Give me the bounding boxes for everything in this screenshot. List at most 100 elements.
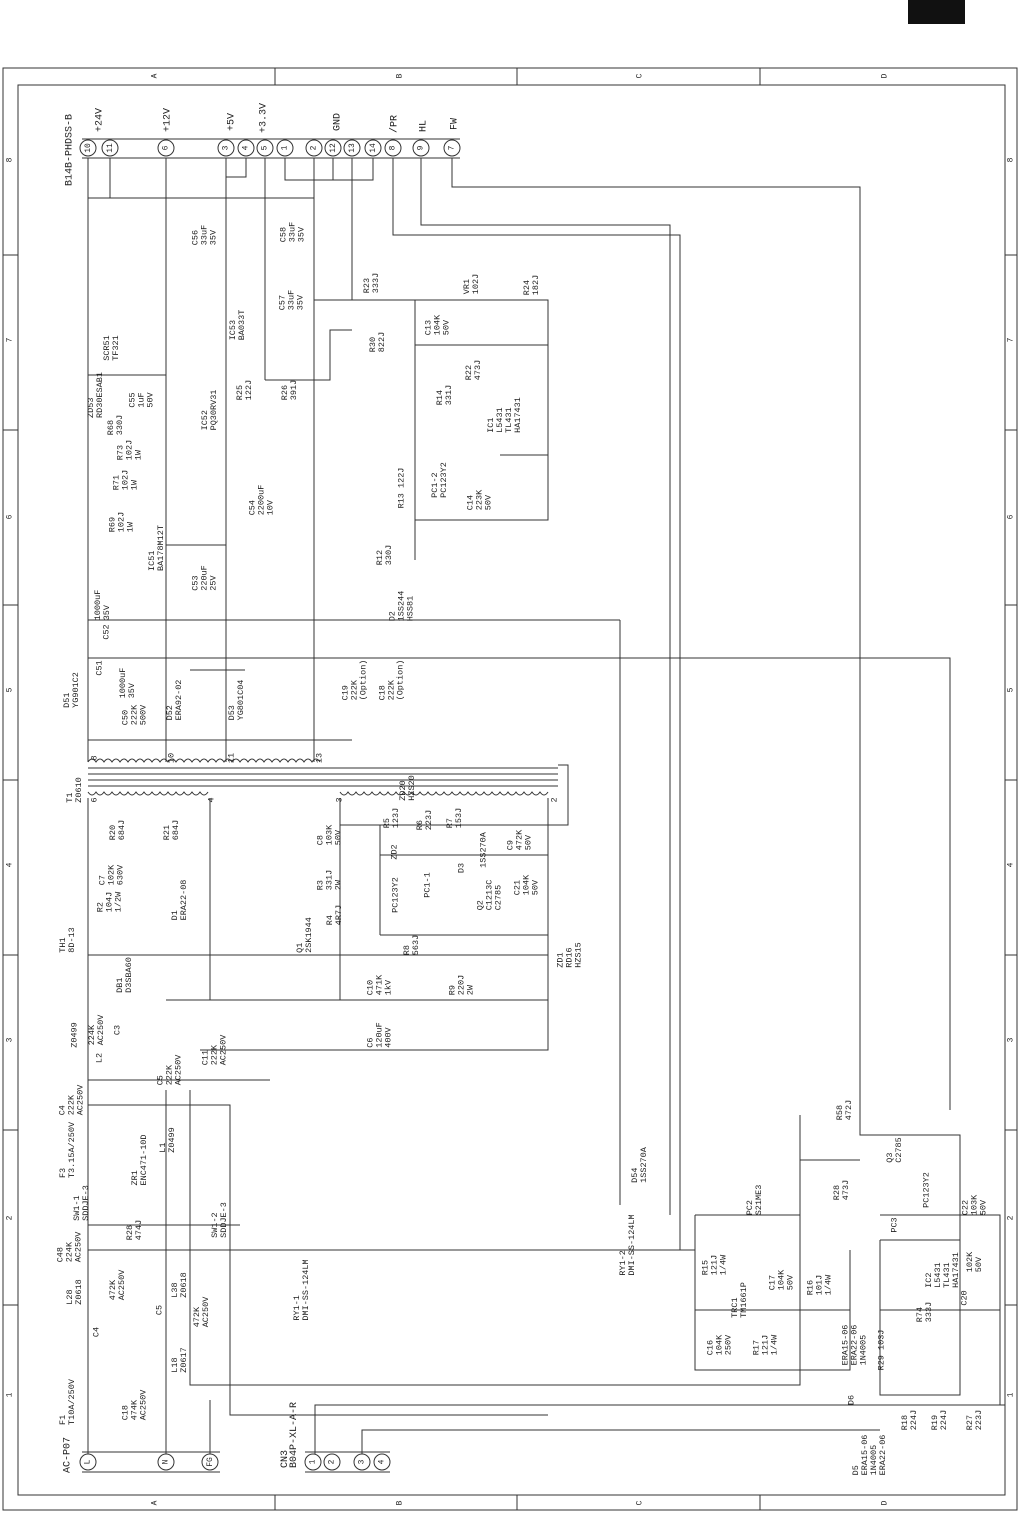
label-d54: D54 1SS270A xyxy=(630,1147,649,1183)
label-r23: R23 333J xyxy=(362,272,381,294)
label-ic1: IC1 L5431 TL431 HA17431 xyxy=(486,397,523,433)
connector-ac-name: AC-P07 xyxy=(62,1436,74,1474)
label-zr1: ZR1 ENC471-10D xyxy=(130,1134,149,1186)
label-r30: R30 822J xyxy=(368,331,387,353)
label-c58: C58 33uF 35V xyxy=(278,221,307,243)
label-c18: C18 222K (Option) xyxy=(377,659,406,701)
label-l38: L38 Z0618 xyxy=(170,1272,189,1298)
label-ic51: IC51 BA178M12T xyxy=(147,525,166,571)
label-r13: R13 122J xyxy=(396,467,407,509)
ruler-row-5-right: 5 xyxy=(1006,687,1016,693)
label-r58: R58 472J xyxy=(835,1099,854,1121)
connector-cn3-name: CN3 B04P-XL-A-R xyxy=(280,1401,300,1469)
label-pc3v: PC123Y2 xyxy=(921,1172,932,1208)
label-pc2: PC2 S21ME3 xyxy=(745,1184,764,1216)
connector-top-pin: 4 xyxy=(237,139,255,157)
ruler-col-d-bottom: D xyxy=(880,1500,890,1506)
label-d51: D51 YG901C2 xyxy=(62,672,81,708)
label-c4bv: 472K AC250V xyxy=(108,1269,127,1301)
connector-ac-pin: FG xyxy=(201,1453,219,1471)
label-r71: R71 102J 1W xyxy=(111,469,140,491)
label-t-p10: 10 xyxy=(166,752,177,764)
connector-ac-pin: L xyxy=(79,1453,97,1471)
label-c21: C21 104K 50V xyxy=(512,874,541,896)
signal-pr: /PR xyxy=(389,114,401,134)
signal-12v: +12V xyxy=(162,107,174,133)
label-pc11v: PC123Y2 xyxy=(390,877,401,913)
ruler-row-8: 8 xyxy=(5,157,15,163)
label-zd2: ZD2 xyxy=(389,844,400,860)
label-c56: C56 33uF 35V xyxy=(190,224,219,246)
ruler-row-1-right: 1 xyxy=(1006,1392,1016,1398)
label-r28b: R28 473J xyxy=(832,1179,851,1201)
label-t-p13: 13 xyxy=(314,752,325,764)
label-c53: C53 220uF 25V xyxy=(190,565,219,591)
connector-top-pin: 2 xyxy=(305,139,323,157)
connector-cn3-pin: 4 xyxy=(373,1453,391,1471)
label-d3v: 1SS270A xyxy=(478,832,489,868)
label-c4b: C4 xyxy=(91,1326,102,1338)
label-ic2: IC2 L5431 TL431 HA17431 xyxy=(924,1252,961,1288)
label-r5: R5 123J xyxy=(382,807,401,829)
label-sw11: SW1-1 SDDJE-3 xyxy=(72,1185,91,1221)
label-r18: R18 224J xyxy=(900,1409,919,1431)
ruler-row-4-right: 4 xyxy=(1006,862,1016,868)
ruler-row-6-right: 6 xyxy=(1006,514,1016,520)
label-c10: C10 471K 1kV xyxy=(365,974,394,996)
label-t-p3: 3 xyxy=(334,797,345,803)
label-r28: R28 474J xyxy=(125,1219,144,1241)
label-t-p4: 4 xyxy=(206,797,217,803)
label-c18b: C18 474K AC250V xyxy=(120,1389,149,1421)
label-t-p11: 11 xyxy=(226,752,237,764)
connector-top-pin: 6 xyxy=(157,139,175,157)
label-pc3: PC3 xyxy=(889,1217,900,1233)
label-l2: L2 xyxy=(94,1052,105,1064)
label-r6: R6 223J xyxy=(415,809,434,831)
label-c54: C54 2200uF 10V xyxy=(247,484,276,516)
connector-cn3-pin: 2 xyxy=(323,1453,341,1471)
label-c6: C6 120uF 400V xyxy=(365,1022,394,1048)
label-r29: R29 103J xyxy=(876,1329,887,1371)
label-c11: C11 222K AC250V xyxy=(200,1034,229,1066)
label-r73: R73 102J 1W xyxy=(115,439,144,461)
page-tab-marker xyxy=(908,0,965,24)
label-r69: R69 102J 1W xyxy=(107,511,136,533)
label-r17: R17 121J 1/4W xyxy=(751,1334,780,1356)
label-c57: C57 33uF 35V xyxy=(277,289,306,311)
connector-top-pin: 13 xyxy=(343,139,361,157)
label-vr1: VR1 102J xyxy=(462,273,481,295)
label-c52v: 1000uF 35V xyxy=(93,589,112,621)
label-r26: R26 391J xyxy=(280,379,299,401)
inner-frame xyxy=(17,84,1006,1496)
label-c5: C5 222K AC250V xyxy=(155,1054,184,1086)
label-r24: R24 182J xyxy=(522,274,541,296)
label-r20: R20 684J xyxy=(108,819,127,841)
ruler-col-d: D xyxy=(880,73,890,79)
label-r2: R2 104J 1/2W xyxy=(95,891,124,913)
ruler-row-3: 3 xyxy=(5,1037,15,1043)
signal-fw: FW xyxy=(449,117,461,131)
label-ry12: RY1-2 DMI-SS-124LM xyxy=(618,1214,637,1276)
label-l1: L1 Z0499 xyxy=(158,1127,177,1153)
label-d5: D5 ERA15-06 1N4005 ERA22-06 xyxy=(851,1434,888,1476)
ruler-row-1: 1 xyxy=(5,1392,15,1398)
label-c55: C55 1uF 50V xyxy=(127,392,156,408)
label-c7: C7 102K 630V xyxy=(97,864,126,886)
primary-wires xyxy=(82,764,1005,1473)
label-trc1: TRC1 TM1661P xyxy=(730,1282,749,1318)
label-l28: L28 Z0618 xyxy=(65,1279,84,1305)
label-r16: R16 101J 1/4W xyxy=(805,1274,834,1296)
label-c50: C50 222K 500V xyxy=(120,704,149,726)
label-c20v: 102K 50V xyxy=(965,1251,984,1273)
label-r22: R22 473J xyxy=(464,359,483,381)
ruler-row-7-right: 7 xyxy=(1006,337,1016,343)
ruler-row-2: 2 xyxy=(5,1215,15,1221)
ruler-row-5: 5 xyxy=(5,687,15,693)
ruler-col-a-bottom: A xyxy=(150,1500,160,1506)
label-r21: R21 684J xyxy=(162,819,181,841)
connector-top-pin: 5 xyxy=(256,139,274,157)
label-c51: C51 xyxy=(94,660,105,676)
label-zd53: ZD53 RD30ESAB1 xyxy=(86,372,105,418)
label-pc11: PC1-1 xyxy=(422,872,433,898)
